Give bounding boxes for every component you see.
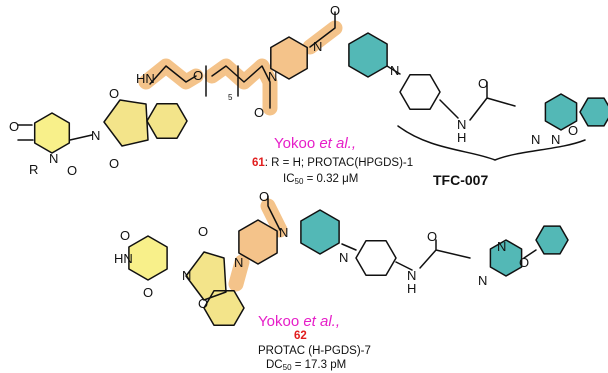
carbonyl-bond (267, 195, 281, 231)
tfc-007-label: TFC-007 (433, 172, 489, 188)
bottom-compound-name: PROTAC (H-PGDS)-7 (258, 345, 371, 357)
piperidine-ring-highlight (300, 210, 340, 254)
oxygen-atom-label: O (120, 228, 131, 243)
benzene-ring (203, 289, 245, 327)
top-compound-description: 61: R = H; PROTAC(HPGDS)-1 (252, 157, 414, 169)
piperidine-nitrogen-label: N (339, 250, 349, 265)
benzene-ring (146, 102, 188, 140)
amide-nitrogen-label: N (407, 268, 417, 283)
pyrimidine-ring (544, 93, 578, 131)
amine-hn-label: HN (136, 71, 155, 86)
pyrimidine-ring (489, 239, 523, 277)
phenyl-ring-highlight (580, 98, 608, 126)
phenyl-ring (579, 97, 608, 127)
oxygen-atom-label: O (143, 285, 154, 300)
piperazine-nitrogen-label: N (268, 69, 278, 84)
phthalimide-benzene-highlight (204, 290, 244, 326)
n-c-bond (69, 134, 93, 141)
piperazine-ring (238, 219, 278, 265)
phthalimide-highlight (186, 252, 226, 300)
phenyl-ring (535, 225, 569, 255)
n-aryl-bond (341, 243, 357, 251)
phthalimide-benzene-highlight (147, 103, 187, 139)
top-ic50-value: IC50 = 0.32 μM (283, 173, 359, 186)
bond-layer (17, 11, 608, 327)
phthalimide-highlight (104, 100, 148, 146)
oxygen-atom-label: O (9, 119, 20, 134)
piperazine-nitrogen-label: N (234, 255, 244, 270)
repeat-index-label: 5 (228, 93, 233, 102)
carbonyl-bond (309, 11, 336, 48)
ether-oxygen-label: O (193, 68, 204, 83)
amide-bond (395, 239, 471, 271)
carbonyl-bond (17, 124, 34, 141)
repeat-brackets (205, 65, 239, 97)
peg-linker-highlight (138, 58, 278, 116)
bottom-author-citation: Yokoo et al., (258, 313, 341, 330)
piperidine-nitrogen-label: N (390, 63, 400, 78)
pyrimidine-nitrogen-label: N (478, 273, 488, 288)
ether-oxygen-label: O (568, 123, 579, 138)
benzene-ring (355, 239, 397, 277)
piperazine-ring-highlight (270, 37, 308, 79)
pyrimidine-ring-highlight (490, 240, 522, 276)
glutarimide-ring (33, 112, 71, 154)
oxygen-atom-label: O (198, 224, 209, 239)
bottom-dc50-value: DC50 = 17.3 pM (266, 359, 347, 372)
piperazine-nitrogen-label: N (279, 225, 289, 240)
imide-ring (185, 251, 227, 301)
pyrimidine-ring-highlight (545, 94, 577, 130)
oxygen-atom-label: O (109, 156, 120, 171)
pyrimidine-nitrogen-label: N (531, 132, 541, 147)
o-aryl-bond (523, 249, 537, 259)
carbonyl-oxygen-label: O (478, 76, 489, 91)
ether-oxygen-label: O (519, 255, 530, 270)
nitrogen-atom-label: N (49, 151, 59, 166)
carbonyl-oxygen-label: O (259, 189, 270, 204)
carbonyl-oxygen-label: O (254, 105, 265, 120)
amide-hydrogen-label: H (457, 130, 467, 145)
glutarimide-ring (128, 235, 168, 281)
piperidine-ring (300, 209, 340, 255)
nitrogen-atom-label: N (182, 268, 192, 283)
glutarimide-ring-highlight (128, 236, 168, 280)
oxygen-atom-label: O (198, 296, 209, 311)
r-group-label: R (29, 162, 39, 177)
imide-hn-label: HN (114, 251, 133, 266)
piperidine-ring-highlight (348, 33, 388, 77)
bottom-compound-number: 62 (294, 330, 307, 342)
pyrimidine-nitrogen-label: N (551, 132, 561, 147)
amide-hydrogen-label: H (407, 281, 417, 296)
benzene-ring (399, 73, 441, 111)
oxygen-atom-label: O (109, 86, 120, 101)
oxygen-atom-label: O (67, 163, 78, 178)
carbonyl-oxygen-label: O (427, 229, 438, 244)
tfc-007-brace (397, 125, 586, 161)
n-aryl-bond (386, 65, 401, 75)
piperazine-ring (270, 36, 308, 80)
carbonyl-oxygen-label: O (330, 3, 341, 18)
nitrogen-atom-label: N (91, 128, 101, 143)
amide-nitrogen-label: N (457, 117, 467, 132)
peg-chain (149, 65, 271, 109)
glutarimide-ring-highlight (34, 113, 70, 153)
pyrimidine-nitrogen-label: N (497, 239, 507, 254)
amide-bond (439, 81, 516, 121)
piperazine-nitrogen-label: N (313, 39, 323, 54)
top-author-citation: Yokoo et al., (274, 135, 357, 152)
piperazine-ring-highlight (238, 220, 278, 264)
phenyl-ring-highlight (536, 226, 568, 254)
piperidine-ring (348, 32, 388, 78)
